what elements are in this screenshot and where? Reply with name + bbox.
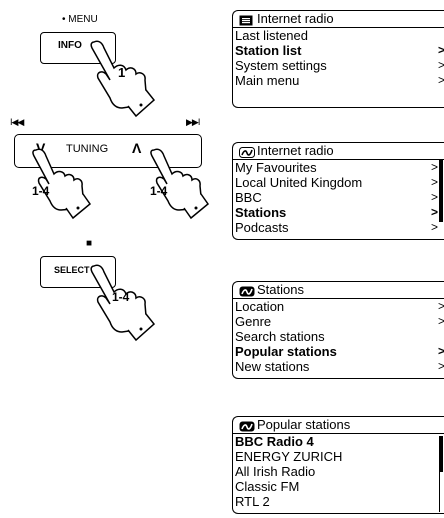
menu-item-label: Location	[235, 299, 284, 314]
screen-title: Internet radio	[257, 143, 334, 159]
screen-title: Popular stations	[257, 417, 350, 433]
menu-item-label: Search stations	[235, 329, 325, 344]
display-screen-popular-stations: Popular stations BBC Radio 4 ENERGY ZURI…	[232, 416, 444, 514]
menu-item-label: Last listened	[235, 28, 308, 43]
menu-item-main-menu[interactable]: Main menu >	[235, 73, 444, 88]
radio-wave-icon	[239, 146, 253, 157]
display-screen-stations: Stations Location > Genre > Search station…	[232, 281, 444, 379]
menu-item-label: Podcasts	[235, 220, 288, 235]
step-number-tuning-left: 1-4	[32, 184, 49, 198]
menu-item-label: Station list	[235, 43, 301, 58]
menu-item-stations[interactable]: Stations >	[235, 205, 444, 220]
screen-header: Internet radio	[233, 11, 444, 28]
select-button-label: SELECT	[54, 265, 90, 275]
chevron-right-icon: >	[438, 299, 444, 314]
menu-item-station-list[interactable]: Station list >	[235, 43, 444, 58]
station-item-energy-zurich[interactable]: ENERGY ZURICH	[235, 449, 444, 464]
menu-item-popular-stations[interactable]: Popular stations >	[235, 344, 444, 359]
chevron-right-icon: >	[431, 220, 438, 235]
chevron-right-icon: >	[438, 58, 444, 73]
station-label: All Irish Radio	[235, 464, 315, 479]
radio-wave-icon	[239, 420, 253, 431]
menu-item-new-stations[interactable]: New stations >	[235, 359, 444, 374]
radio-display-icon	[239, 14, 253, 25]
menu-item-podcasts[interactable]: Podcasts >	[235, 220, 444, 235]
menu-item-system-settings[interactable]: System settings >	[235, 58, 444, 73]
station-item-classic-fm[interactable]: Classic FM	[235, 479, 444, 494]
scrollbar-thumb[interactable]	[439, 436, 443, 472]
scrollbar-track[interactable]	[439, 472, 443, 512]
pointing-hand-icon	[30, 146, 100, 220]
next-track-icon: ▶▶I	[186, 117, 199, 128]
station-label: RTL 2	[235, 494, 270, 509]
step-number-select: 1-4	[112, 290, 129, 304]
screen-header: Internet radio	[233, 143, 444, 160]
menu-item-genre[interactable]: Genre >	[235, 314, 444, 329]
step-number-info: 1	[118, 65, 125, 80]
chevron-right-icon: >	[431, 160, 438, 175]
station-item-all-irish-radio[interactable]: All Irish Radio	[235, 464, 444, 479]
previous-track-icon: I◀◀	[10, 117, 23, 128]
menu-item-my-favourites[interactable]: My Favourites >	[235, 160, 444, 175]
menu-item-label: Popular stations	[235, 344, 337, 359]
chevron-right-icon: >	[438, 73, 444, 88]
menu-item-location[interactable]: Location >	[235, 299, 444, 314]
menu-label: • MENU	[62, 14, 98, 25]
menu-item-label: Main menu	[235, 73, 299, 88]
menu-item-label: Genre	[235, 314, 271, 329]
display-screen-main: Internet radio Last listened Station lis…	[232, 10, 444, 108]
chevron-right-icon: >	[438, 314, 444, 329]
chevron-right-icon: >	[438, 43, 444, 58]
station-item-bbc-radio-4[interactable]: BBC Radio 4	[235, 434, 444, 449]
station-label: BBC Radio 4	[235, 434, 314, 449]
menu-item-last-listened[interactable]: Last listened	[235, 28, 444, 43]
screen-header: Stations	[233, 282, 444, 299]
chevron-right-icon: >	[431, 190, 438, 205]
menu-item-local-united-kingdom[interactable]: Local United Kingdom >	[235, 175, 444, 190]
chevron-right-icon: >	[438, 359, 444, 374]
step-number-tuning-right: 1-4	[150, 184, 167, 198]
chevron-right-icon: >	[431, 175, 438, 190]
station-item-rtl-2[interactable]: RTL 2	[235, 494, 444, 509]
info-button-label: INFO	[58, 40, 82, 51]
pointing-hand-icon	[88, 38, 168, 118]
scrollbar-thumb[interactable]	[439, 160, 443, 222]
menu-item-label: Local United Kingdom	[235, 175, 362, 190]
menu-item-label: New stations	[235, 359, 309, 374]
station-label: ENERGY ZURICH	[235, 449, 342, 464]
chevron-right-icon: >	[431, 205, 438, 220]
chevron-right-icon: >	[438, 344, 444, 359]
stop-icon: ■	[86, 238, 92, 249]
menu-item-label: My Favourites	[235, 160, 317, 175]
pointing-hand-icon	[148, 146, 218, 220]
menu-item-bbc[interactable]: BBC >	[235, 190, 444, 205]
display-screen-internet-radio: Internet radio My Favourites > Local Unit…	[232, 142, 444, 240]
menu-item-label: BBC	[235, 190, 262, 205]
menu-item-label: System settings	[235, 58, 327, 73]
menu-item-label: Stations	[235, 205, 286, 220]
screen-title: Internet radio	[257, 11, 334, 27]
screen-header: Popular stations	[233, 417, 444, 434]
tuning-up-icon[interactable]: Λ	[132, 140, 141, 156]
menu-item-search-stations[interactable]: Search stations	[235, 329, 444, 344]
screen-title: Stations	[257, 282, 304, 298]
station-label: Classic FM	[235, 479, 299, 494]
radio-wave-icon	[239, 285, 253, 296]
